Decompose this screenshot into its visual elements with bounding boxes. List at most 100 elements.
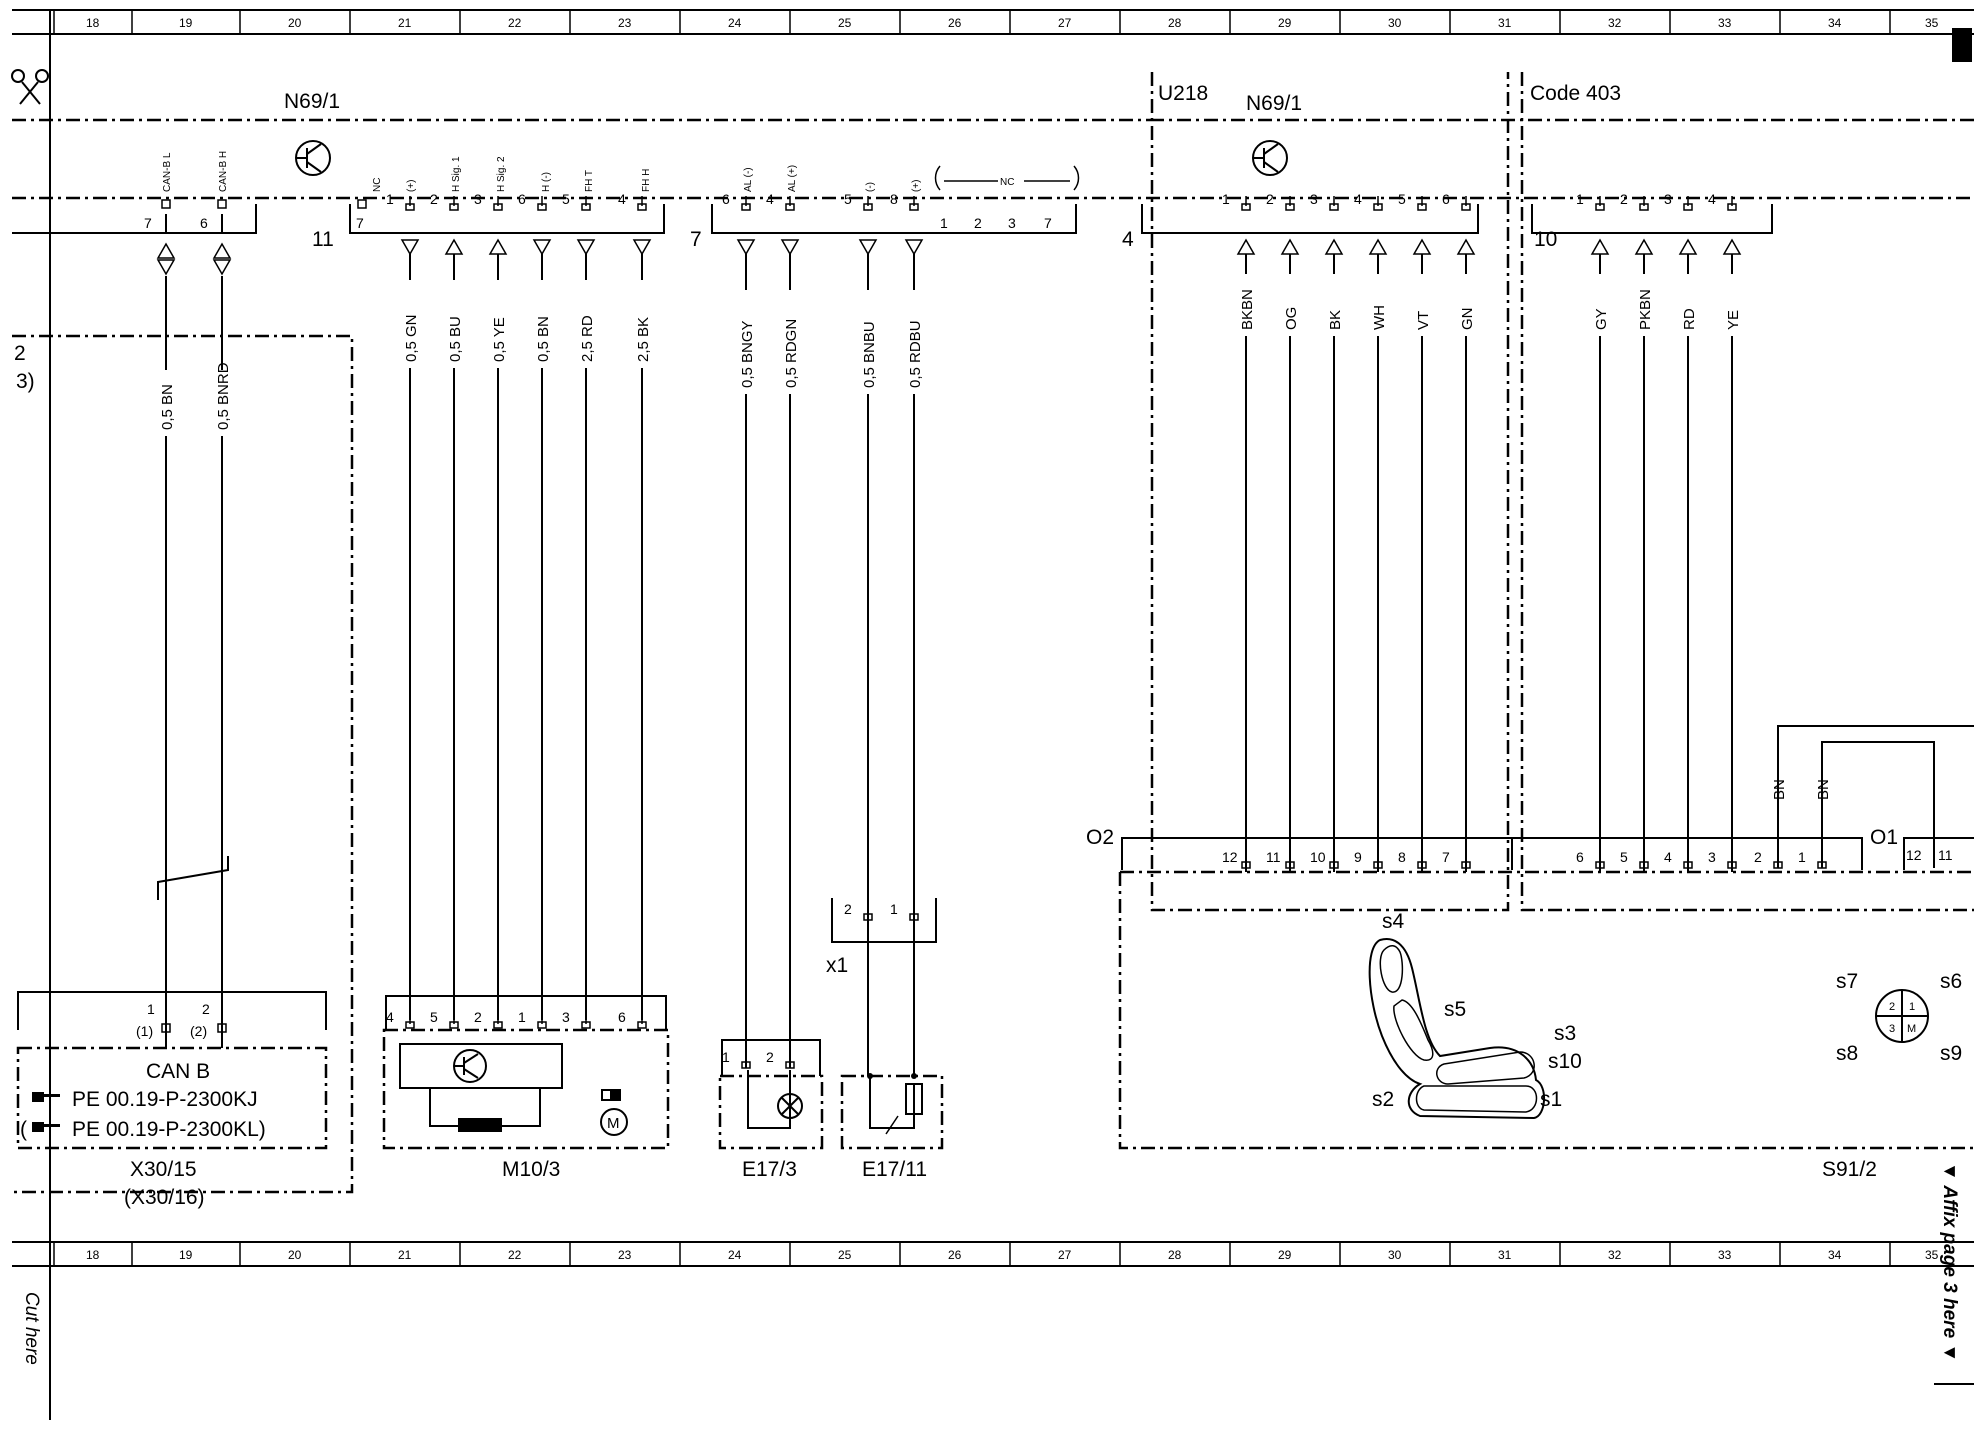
u218-label: U218: [1158, 82, 1208, 105]
ruler-number: 26: [948, 16, 962, 30]
code403-label: Code 403: [1530, 82, 1621, 105]
connector-7: [711, 204, 1077, 234]
signal-al-minus: AL (-): [743, 167, 754, 192]
ruler-number: 23: [618, 1248, 632, 1262]
pin-contact: [161, 199, 171, 209]
x1-label: x1: [826, 954, 848, 977]
switch-q2: 2: [1889, 1001, 1895, 1013]
connector-4-label: 4: [1122, 228, 1134, 251]
arrow-up-icon: [1236, 238, 1256, 255]
x30-pin-1: 1: [147, 1001, 155, 1017]
resistor-icon: [905, 1083, 923, 1115]
signal-fhh: FH H: [641, 169, 652, 192]
pin-number: 1: [1798, 849, 1806, 865]
nc-span-label: NC: [1000, 177, 1014, 188]
x30-connector: [17, 991, 327, 1030]
ruler-number: 32: [1608, 1248, 1622, 1262]
ruler-number: 25: [838, 16, 852, 30]
pin-contact: [405, 203, 415, 211]
e17-3-wiring: [747, 1070, 791, 1129]
e17-11-box: [840, 1074, 944, 1150]
pin-contact: [637, 1021, 647, 1029]
m10-label: M10/3: [502, 1158, 560, 1181]
e17-11-label: E17/11: [862, 1158, 927, 1181]
arrow-down-icon: [858, 239, 878, 256]
n69-left-label: N69/1: [284, 90, 340, 113]
pin-contact: [741, 1061, 751, 1069]
pin-number: 2: [1754, 849, 1762, 865]
connector-4: [1141, 204, 1479, 234]
pin-contact: [217, 1023, 227, 1033]
s91-label: S91/2: [1822, 1158, 1877, 1181]
pin-number: 2: [1620, 191, 1628, 207]
pin-number: 4: [1708, 191, 1716, 207]
pin-contact: [863, 203, 873, 211]
o1-pin-11: 11: [1938, 847, 1953, 863]
wire-label: 0,5 RDBU: [907, 320, 924, 388]
o1-pin-12: 12: [1906, 847, 1922, 863]
ruler-number: 21: [398, 16, 412, 30]
pin-contact: [217, 199, 227, 209]
pin-contact: [1461, 861, 1471, 869]
motor-icon: M: [600, 1108, 628, 1136]
pin-contact: [1639, 203, 1649, 211]
wire-label: BKBN: [1239, 289, 1256, 330]
pin-contact: [1595, 203, 1605, 211]
bn-loop-wire: [1821, 741, 1935, 868]
ruler-number: 30: [1388, 16, 1402, 30]
arrow-up-icon: [444, 238, 464, 255]
m10-connector: [385, 995, 667, 1030]
pe-ref-1: PE 00.19-P-2300KJ: [72, 1088, 258, 1111]
pin-number: 2: [1266, 191, 1274, 207]
can-b-label: CAN B: [146, 1060, 210, 1083]
pin-number: 4: [618, 191, 626, 207]
pin-number: 2: [974, 215, 982, 231]
pin-number: 1: [940, 215, 948, 231]
pin-number: 1: [722, 1049, 730, 1065]
note-3: 3): [16, 370, 35, 393]
connector-10: [1531, 204, 1773, 234]
pin-contact: [1639, 861, 1649, 869]
m10-electronics: [399, 1043, 563, 1089]
pin-contact: [1683, 861, 1693, 869]
ruler-number: 22: [508, 1248, 522, 1262]
pin-contact: [1727, 203, 1737, 211]
arrow-up-icon: [1324, 238, 1344, 255]
ruler-number: 23: [618, 16, 632, 30]
wire-label: VT: [1415, 311, 1432, 330]
pin-number: 6: [618, 1009, 626, 1025]
pin-contact: [1683, 203, 1693, 211]
switch-q1: 1: [1909, 1001, 1915, 1013]
arrow-up-icon: [1368, 238, 1388, 255]
pin-contact: [405, 1021, 415, 1029]
seat-s3: s3: [1554, 1022, 1576, 1045]
connector-10-label: 10: [1534, 228, 1557, 251]
ruler-number: 20: [288, 16, 302, 30]
can-pin-l: 7: [144, 215, 152, 231]
wire-label: RD: [1681, 308, 1698, 330]
pin-number: 2: [766, 1049, 774, 1065]
bn-loop-wire: [1777, 725, 1974, 868]
switch-s7: s7: [1836, 970, 1858, 993]
ruler-number: 34: [1828, 1248, 1842, 1262]
pin-contact: [1417, 861, 1427, 869]
can-h-signal: CAN-B H: [218, 151, 229, 192]
x30-box: [16, 1046, 328, 1150]
pin-number: 1: [890, 901, 898, 917]
arrow-up-icon: [1412, 238, 1432, 255]
ruler-number: 34: [1828, 16, 1842, 30]
pin-number: 5: [1620, 849, 1628, 865]
can-connector: [12, 204, 257, 234]
ruler-number: 25: [838, 1248, 852, 1262]
can-pin-h: 6: [200, 215, 208, 231]
pin-number: 3: [1664, 191, 1672, 207]
pin-number: 6: [1576, 849, 1584, 865]
wire-label: GN: [1459, 308, 1476, 331]
wire-label: 0,5 BN: [159, 384, 176, 430]
signal-plus-2: (+): [911, 180, 922, 193]
pin-contact: [449, 1021, 459, 1029]
ruler-number: 29: [1278, 1248, 1292, 1262]
pin-contact: [741, 203, 751, 211]
ruler-number: 22: [508, 16, 522, 30]
